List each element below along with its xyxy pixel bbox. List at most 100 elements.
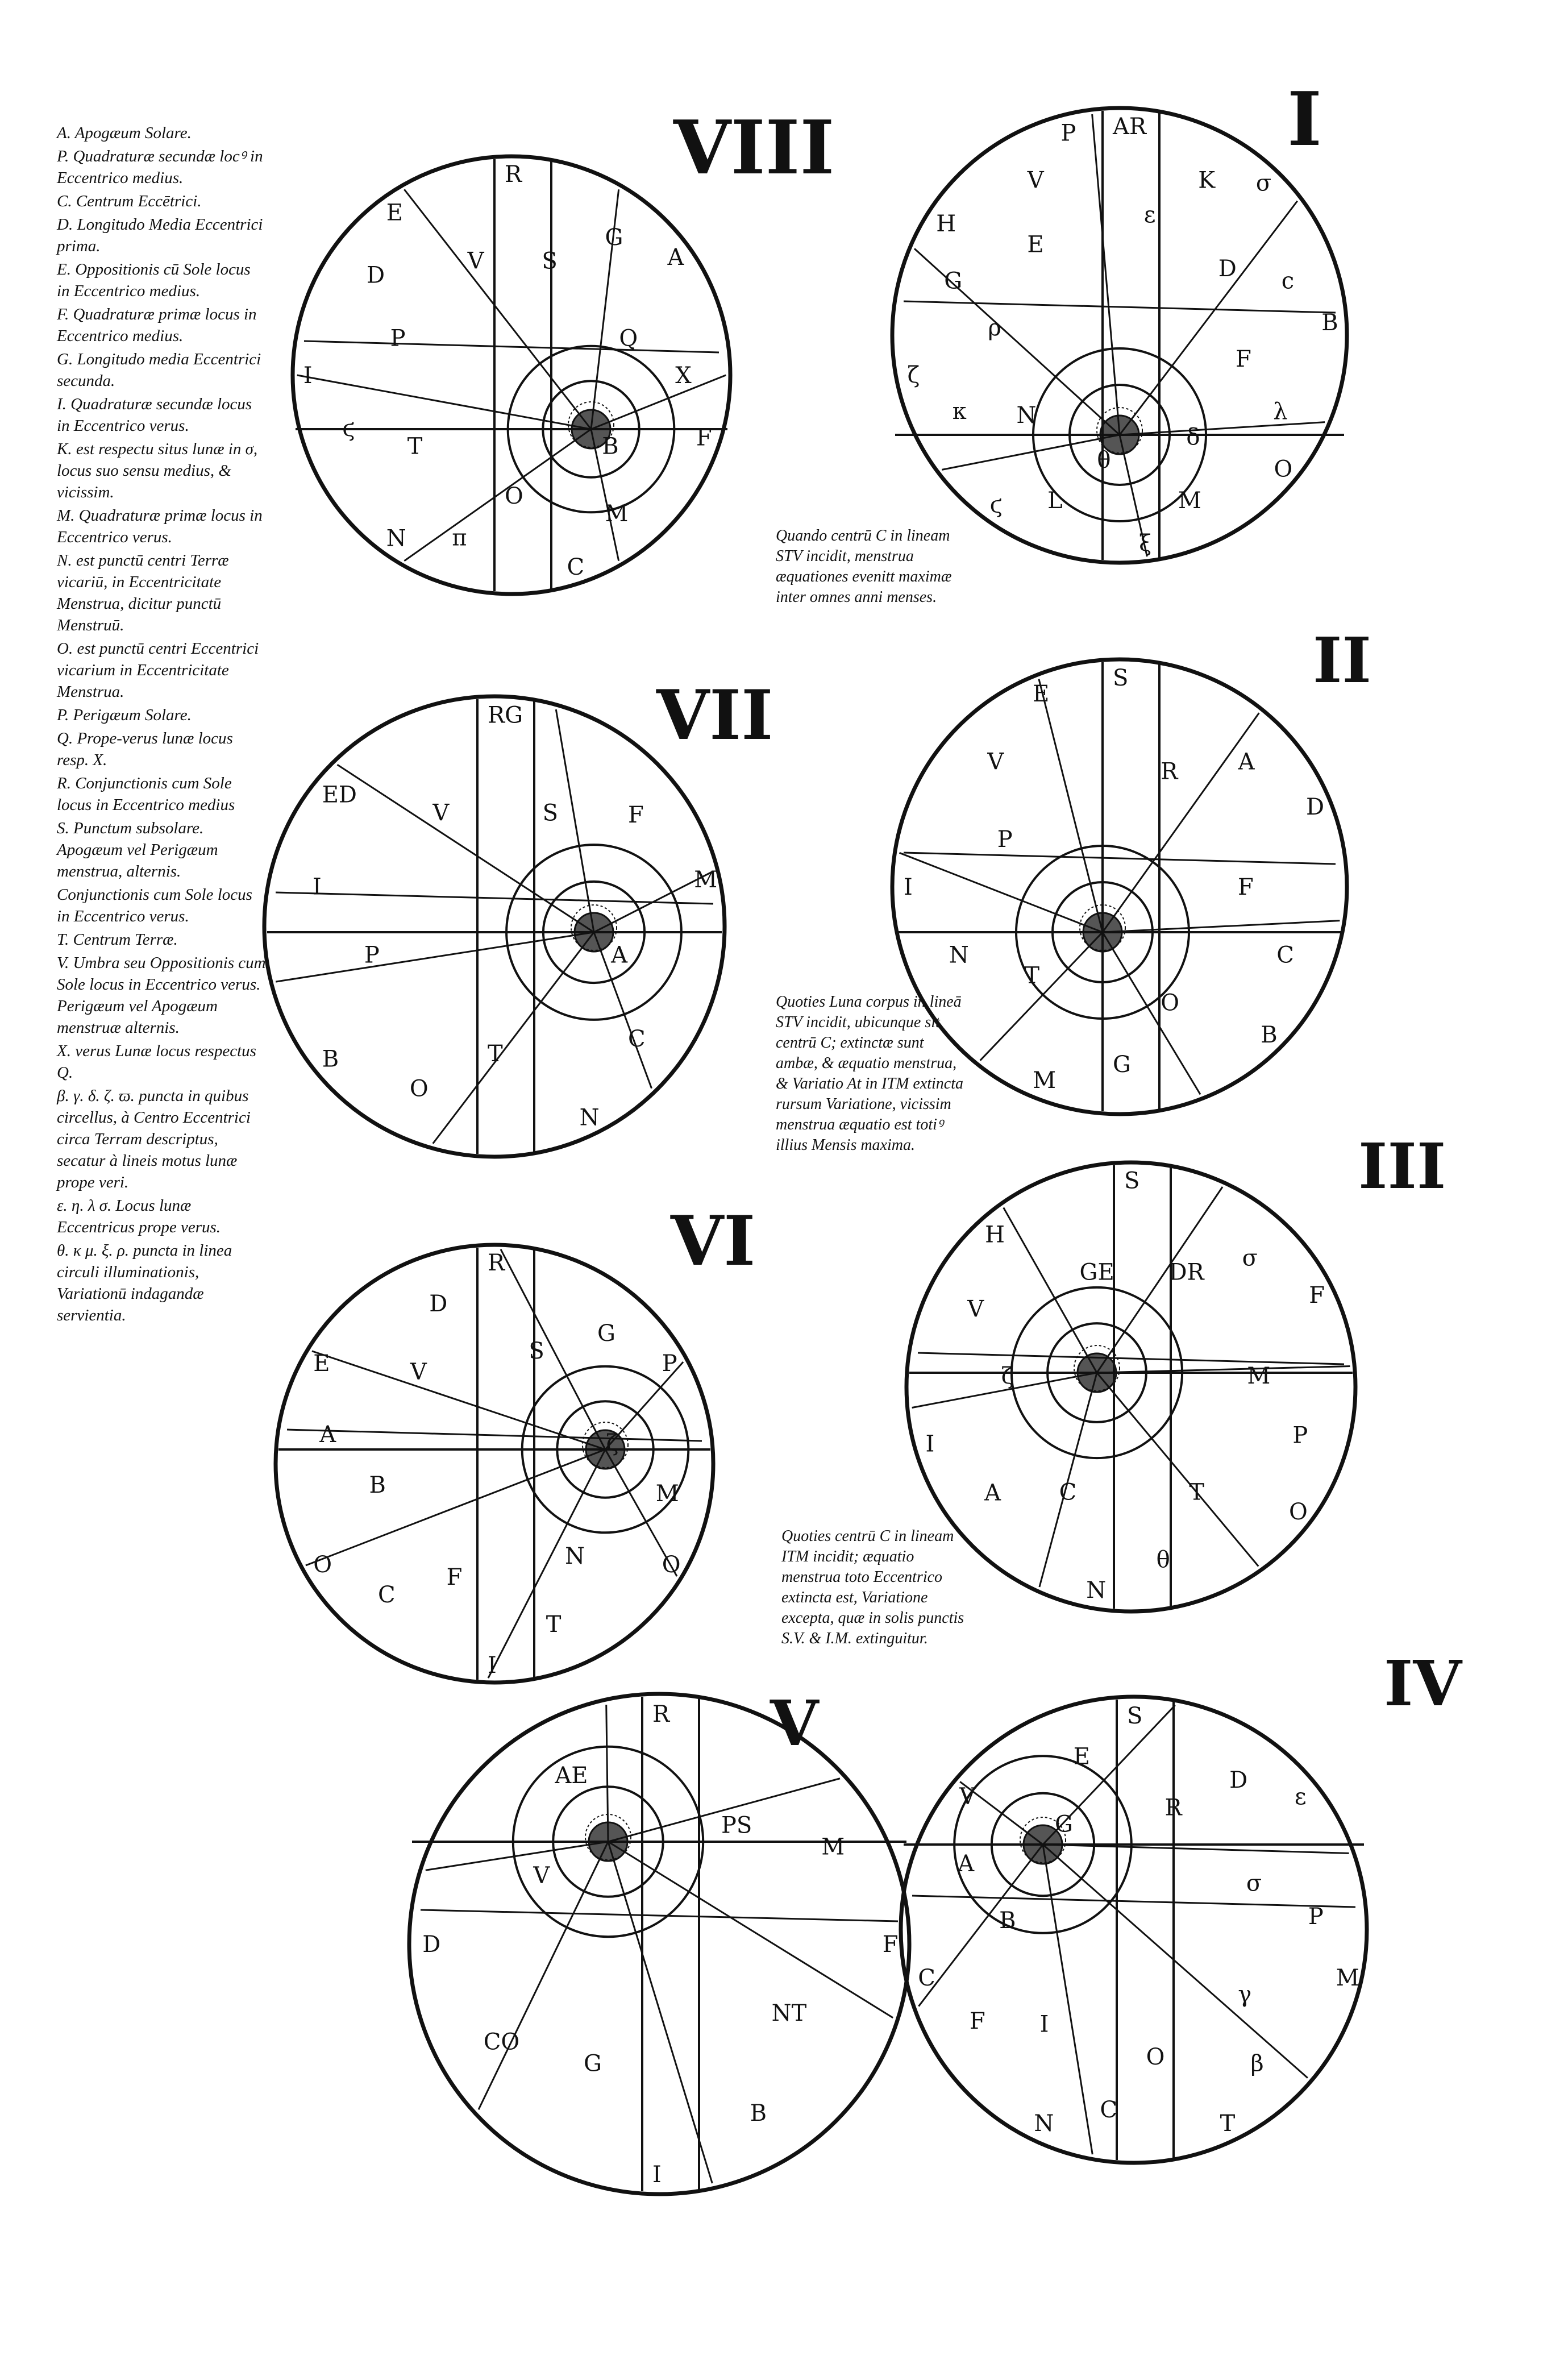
point-label: R (1164, 1795, 1183, 1821)
motion-line (590, 429, 620, 562)
point-label: λ (1273, 398, 1287, 425)
legend-entry: S. Punctum subsolare. Apogæum vel Perigæ… (57, 819, 218, 880)
point-label: V (410, 1359, 427, 1385)
point-label: K (1198, 168, 1216, 194)
point-label: T (1189, 1480, 1204, 1506)
motion-line (1003, 1207, 1098, 1373)
legend-entry: P. Perigæum Solare. (57, 706, 192, 724)
point-label: PS (721, 1812, 752, 1838)
motion-line (487, 1449, 606, 1679)
longitude-line (286, 1428, 702, 1442)
point-label: F (1309, 1282, 1325, 1309)
longitude-line (903, 851, 1336, 865)
point-label: N (1086, 1577, 1106, 1604)
motion-line (1096, 1372, 1259, 1567)
legend: A. Apogæum Solare.P. Quadraturæ secundæ … (57, 122, 267, 1328)
earth-halo-icon (1074, 1345, 1120, 1391)
point-label: π (452, 525, 467, 551)
earth-halo-icon (585, 1814, 631, 1860)
motion-line (1096, 1186, 1224, 1373)
point-label: H (936, 211, 956, 237)
motion-line (590, 189, 620, 430)
legend-entry: D. Longitudo Media Eccentrici prima. (57, 215, 263, 255)
point-label: E (1074, 1743, 1090, 1769)
point-label: L (1047, 488, 1063, 514)
earth-halo-icon (568, 401, 614, 448)
point-label: G (1055, 1812, 1073, 1838)
point-label: σ (1256, 171, 1271, 197)
motion-line (1102, 920, 1340, 933)
legend-entry: F. Quadraturæ primæ locus in Eccentrico … (57, 305, 257, 345)
point-label: E (1033, 681, 1049, 707)
motion-line (593, 932, 652, 1089)
point-label: O (1289, 1499, 1308, 1525)
point-label: V (967, 1297, 984, 1323)
earth-halo-icon (1020, 1817, 1066, 1863)
point-label: Q (619, 326, 638, 352)
point-label: O (1161, 990, 1179, 1016)
point-label: B (750, 2100, 767, 2126)
legend-entry: X. verus Lunæ locus respectus Q. (57, 1042, 256, 1082)
point-label: T (1024, 963, 1039, 989)
motion-line (1101, 712, 1260, 933)
point-label: ξ (1139, 530, 1151, 556)
legend-entry: θ. κ μ. ξ. ρ. puncta in linea circuli il… (57, 1241, 232, 1324)
point-label: A (1238, 749, 1255, 775)
point-label: RG (488, 702, 523, 728)
point-label: R (1161, 759, 1179, 785)
point-label: I (904, 874, 913, 900)
point-label: N (1016, 402, 1036, 429)
caption-moon-on-stv: Quoties Luna corpus in lineā STV incidit… (776, 993, 964, 1154)
point-label: N (565, 1543, 585, 1569)
point-label: P (662, 1351, 677, 1377)
point-label: c (1282, 268, 1294, 294)
motion-line (607, 1841, 713, 2184)
point-label: θ (1157, 1547, 1170, 1573)
legend-entry: P. Quadraturæ secundæ locꝰ in Eccentrico… (57, 147, 263, 187)
point-label: C (1276, 942, 1294, 968)
point-label: D (1229, 1767, 1247, 1793)
point-label: F (628, 802, 644, 828)
diagram-numeral: II (1313, 624, 1371, 697)
point-label: M (1178, 488, 1201, 514)
point-label: M (1033, 1067, 1056, 1094)
point-label: ϛ (342, 416, 355, 442)
point-label: σ (1246, 1871, 1262, 1897)
motion-line (899, 851, 1103, 933)
point-label: E (313, 1351, 330, 1377)
point-label: N (1034, 2111, 1054, 2137)
point-label: S (1113, 665, 1128, 691)
point-label: G (944, 268, 962, 294)
motion-line (1118, 434, 1148, 557)
eccentric-circle (262, 694, 727, 1159)
legend-entry: I. Quadraturæ secundæ locus in Eccentric… (57, 395, 252, 435)
point-label: V (467, 248, 485, 275)
motion-line (305, 1448, 606, 1567)
point-label: AR (1112, 114, 1147, 140)
point-label: C (628, 1026, 646, 1052)
point-label: NT (772, 2000, 807, 2026)
point-label: ϛ (990, 492, 1003, 518)
point-label: M (656, 1481, 679, 1507)
point-label: B (1321, 310, 1338, 336)
point-label: H (985, 1222, 1005, 1248)
earth-halo-icon (571, 904, 617, 951)
motion-line (959, 1781, 1043, 1846)
point-label: ε (1295, 1784, 1307, 1810)
point-label: S (543, 800, 558, 826)
point-label: M (605, 501, 629, 527)
point-label: O (313, 1552, 332, 1578)
point-label: G (584, 2051, 602, 2077)
legend-entry: ε. η. λ σ. Locus lunæ Eccentricus prope … (57, 1197, 221, 1236)
motion-line (311, 1350, 606, 1451)
motion-line (1042, 1844, 1093, 2155)
motion-line (913, 248, 1121, 436)
point-label: AE (554, 1763, 588, 1789)
point-label: P (390, 326, 406, 352)
motion-line (608, 1777, 841, 1843)
